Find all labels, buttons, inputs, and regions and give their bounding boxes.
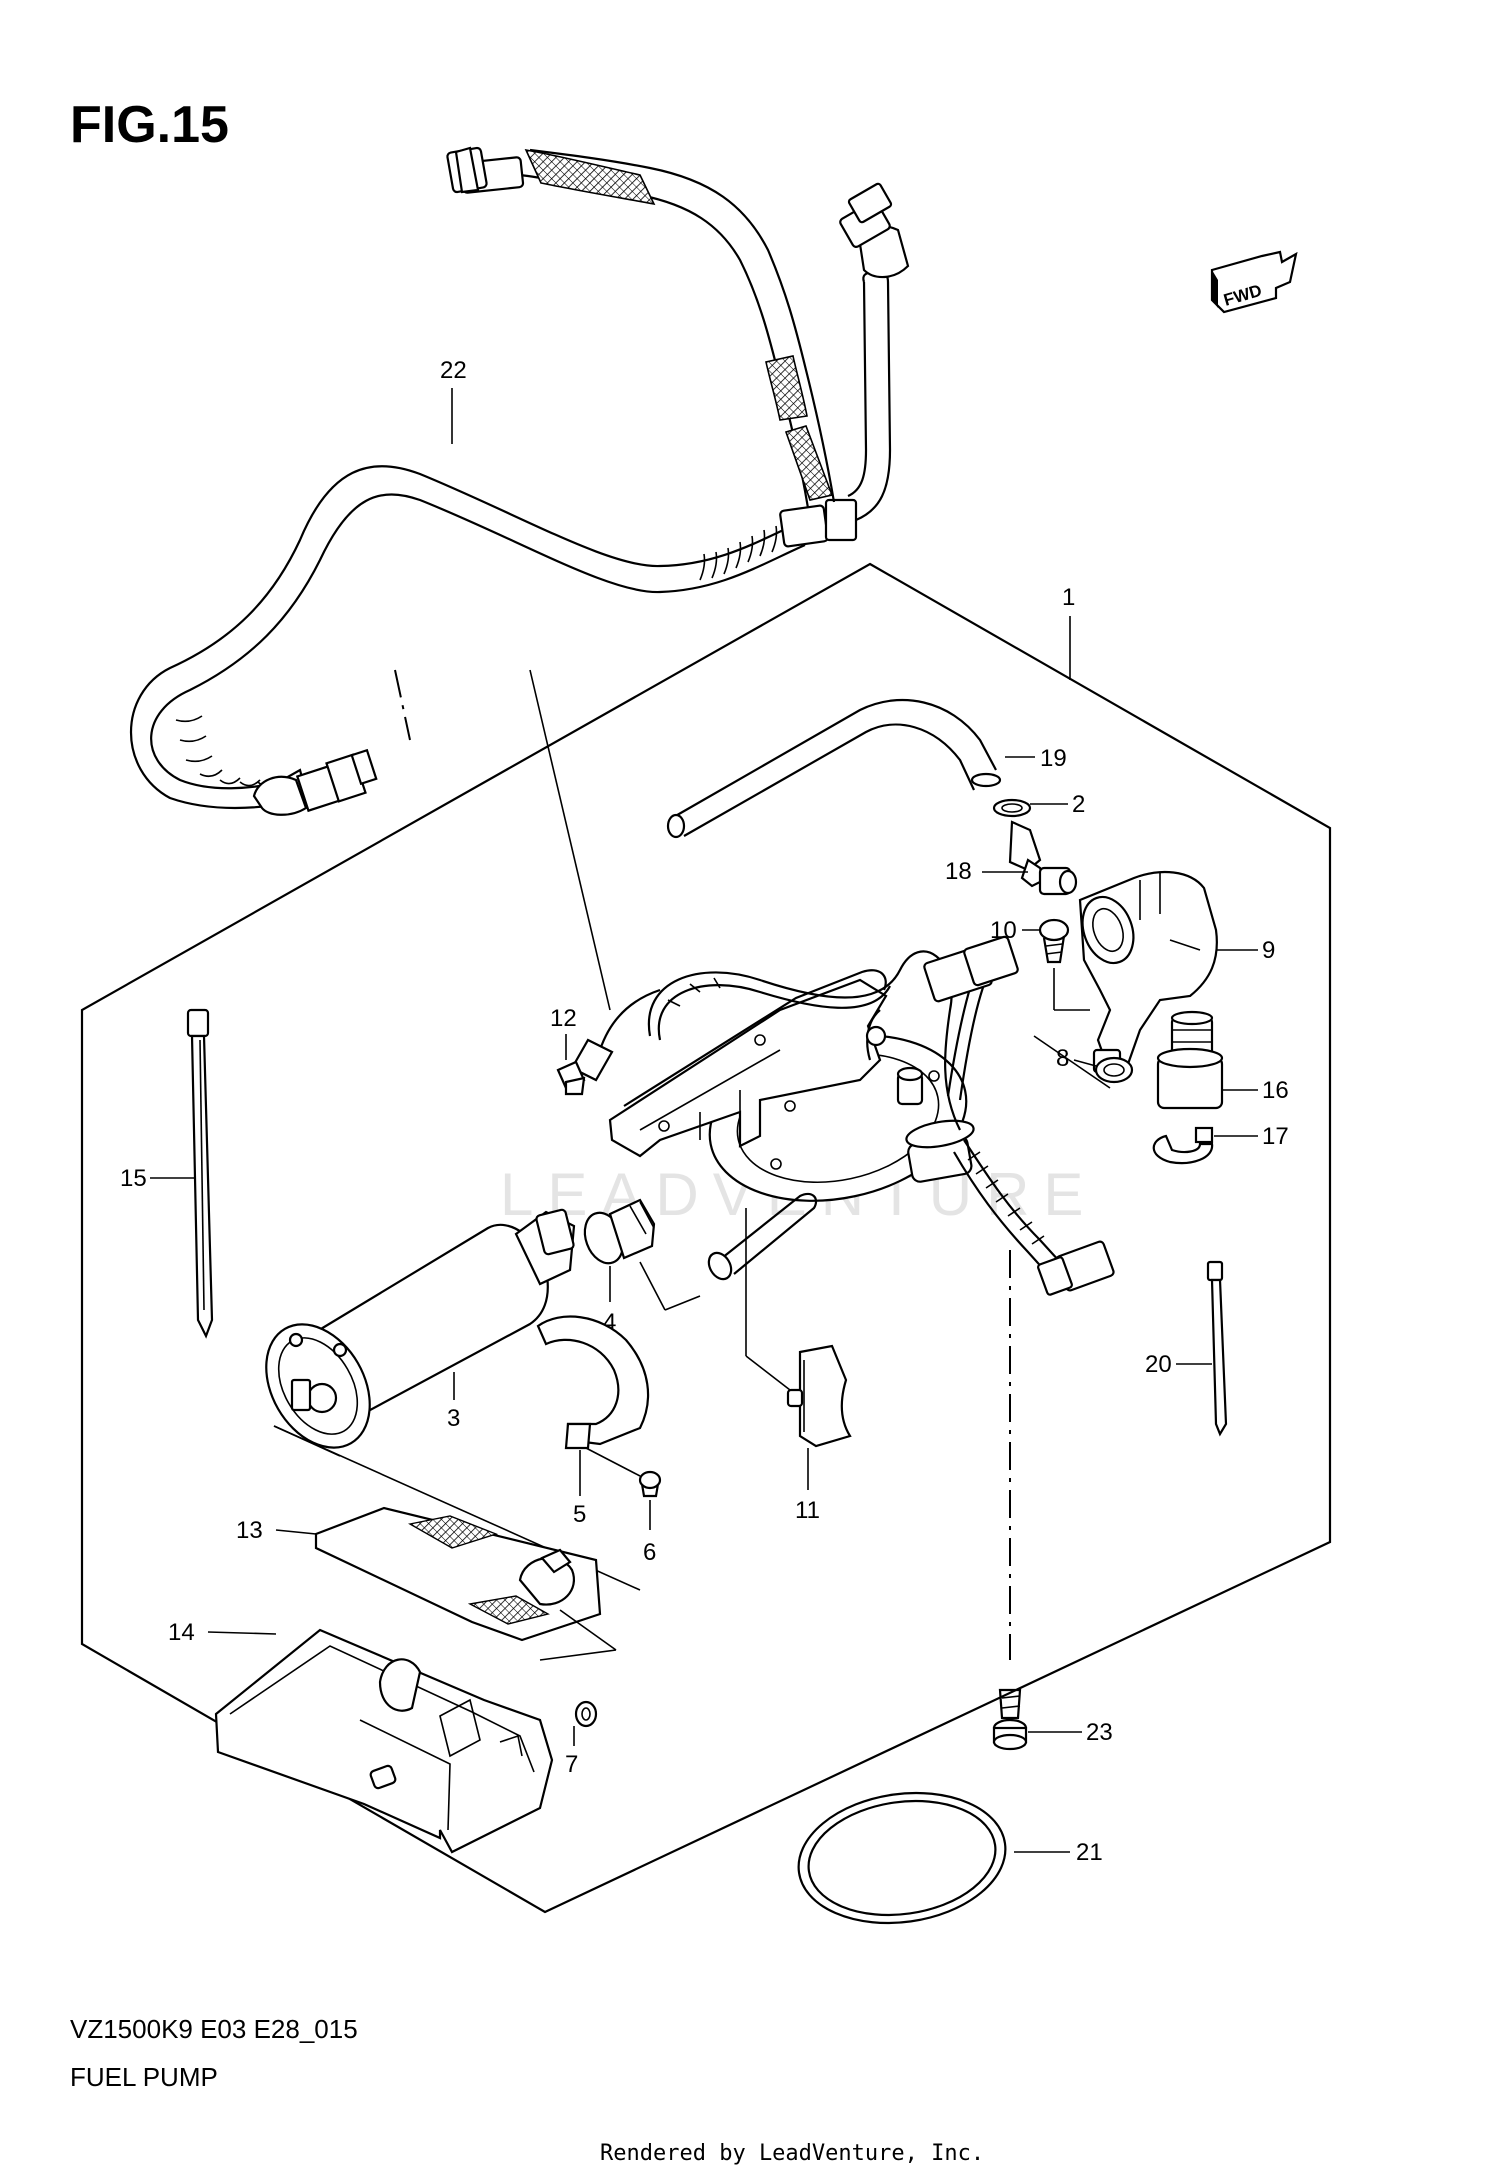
callout-21-label: 21 bbox=[1076, 1839, 1103, 1866]
callout-3-label: 3 bbox=[447, 1405, 460, 1432]
callout-15[interactable]: 15 bbox=[120, 1165, 196, 1192]
part-16-regulator bbox=[1156, 1010, 1224, 1110]
callout-6-label: 6 bbox=[643, 1539, 656, 1566]
callout-7-label: 7 bbox=[565, 1751, 578, 1778]
callout-6[interactable]: 6 bbox=[643, 1500, 656, 1566]
part-15-cable-tie bbox=[186, 1008, 214, 1339]
callout-1[interactable]: 1 bbox=[1062, 584, 1075, 680]
callout-16[interactable]: 16 bbox=[1222, 1077, 1289, 1104]
callout-21[interactable]: 21 bbox=[1014, 1839, 1103, 1866]
callout-9-label: 9 bbox=[1262, 937, 1275, 964]
callout-15-label: 15 bbox=[120, 1165, 147, 1192]
callout-22-label: 22 bbox=[440, 357, 467, 384]
callout-20-label: 20 bbox=[1145, 1351, 1172, 1378]
callout-2-label: 2 bbox=[1072, 791, 1085, 818]
callout-16-label: 16 bbox=[1262, 1077, 1289, 1104]
callout-7[interactable]: 7 bbox=[565, 1726, 578, 1778]
callout-11-label: 11 bbox=[795, 1497, 820, 1524]
callout-17-label: 17 bbox=[1262, 1123, 1289, 1150]
callout-20[interactable]: 20 bbox=[1145, 1351, 1212, 1378]
part-11-damper bbox=[786, 1344, 852, 1448]
rendered-by-credit: Rendered by LeadVenture, Inc. bbox=[600, 2141, 984, 2166]
figure-title: FIG.15 bbox=[70, 96, 229, 154]
part-23-bolt bbox=[992, 1688, 1028, 1751]
model-code: VZ1500K9 E03 E28_015 bbox=[70, 2014, 358, 2044]
callout-19-label: 19 bbox=[1040, 745, 1067, 772]
callout-17[interactable]: 17 bbox=[1214, 1123, 1289, 1150]
callout-23-label: 23 bbox=[1086, 1719, 1113, 1746]
callout-5-label: 5 bbox=[573, 1501, 586, 1528]
part-3-fuel-pump bbox=[265, 1208, 576, 1449]
callout-12-label: 12 bbox=[550, 1005, 577, 1032]
callout-18-label: 18 bbox=[945, 858, 972, 885]
callout-14[interactable]: 14 bbox=[168, 1619, 277, 1646]
part-19-hose bbox=[666, 698, 1002, 839]
part-9-regulator-housing bbox=[1078, 871, 1218, 1074]
part-14-tray bbox=[214, 1628, 554, 1854]
callout-18[interactable]: 18 bbox=[945, 858, 1028, 885]
callout-9[interactable]: 9 bbox=[1216, 937, 1275, 964]
callout-19[interactable]: 19 bbox=[1005, 745, 1067, 772]
part-12-clamp bbox=[556, 1060, 586, 1096]
callout-1-label: 1 bbox=[1062, 584, 1075, 611]
callout-8[interactable]: 8 bbox=[1056, 1045, 1097, 1072]
part-2-clip bbox=[992, 798, 1032, 818]
part-18-fitting bbox=[1008, 820, 1078, 896]
part-7-washer bbox=[574, 1700, 598, 1728]
part-13-filter bbox=[314, 1506, 602, 1642]
callout-2[interactable]: 2 bbox=[1030, 791, 1085, 818]
part-6-screw bbox=[638, 1470, 662, 1498]
fwd-direction-icon: FWD bbox=[1210, 250, 1298, 314]
part-20-cable-tie bbox=[1206, 1260, 1228, 1437]
part-10-screw bbox=[1038, 918, 1070, 964]
part-5-band bbox=[536, 1315, 650, 1450]
part-8-o-ring bbox=[1094, 1056, 1134, 1084]
callout-8-label: 8 bbox=[1056, 1045, 1069, 1072]
callout-13[interactable]: 13 bbox=[236, 1517, 317, 1544]
callout-13-label: 13 bbox=[236, 1517, 263, 1544]
fuel-hose-assembly bbox=[129, 146, 910, 816]
pump-bracket-assembly bbox=[570, 935, 1115, 1296]
callout-23[interactable]: 23 bbox=[1028, 1719, 1113, 1746]
callout-3[interactable]: 3 bbox=[447, 1372, 460, 1432]
part-21-gasket bbox=[797, 1791, 1007, 1925]
diagram-title: FUEL PUMP bbox=[70, 2062, 218, 2092]
callout-11[interactable]: 11 bbox=[795, 1448, 820, 1524]
part-17-clip bbox=[1152, 1126, 1214, 1165]
callout-14-label: 14 bbox=[168, 1619, 195, 1646]
callout-5[interactable]: 5 bbox=[573, 1450, 586, 1528]
callout-12[interactable]: 12 bbox=[550, 1005, 577, 1060]
callout-22[interactable]: 22 bbox=[440, 357, 467, 444]
assembly-outline bbox=[80, 562, 1332, 1914]
part-4-grommet bbox=[583, 1198, 656, 1265]
